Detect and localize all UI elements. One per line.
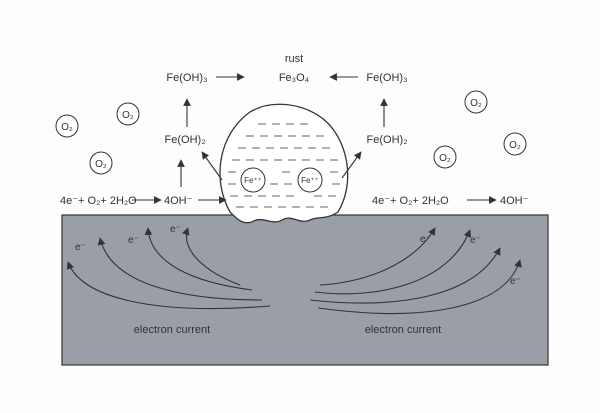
svg-text:O₂: O₂ xyxy=(61,122,73,133)
electron-current-right-label: electron current xyxy=(365,324,441,336)
svg-text:e⁻: e⁻ xyxy=(470,235,481,246)
svg-text:e⁻: e⁻ xyxy=(510,276,521,287)
electron-current-left-label: electron current xyxy=(134,324,210,336)
droplet-dashes xyxy=(228,123,340,208)
electron-flow-curves xyxy=(66,227,522,314)
feoh2-left-label: Fe(OH)₂ xyxy=(165,134,206,146)
svg-text:O₂: O₂ xyxy=(95,159,107,170)
metal-surface xyxy=(61,214,549,366)
svg-text:e⁻: e⁻ xyxy=(128,235,139,246)
oh-left-label: 4OH⁻ xyxy=(164,195,193,207)
reaction-right-label: 4e⁻+ O₂+ 2H₂O xyxy=(372,195,449,207)
svg-text:e⁻: e⁻ xyxy=(75,242,86,253)
svg-text:e⁻: e⁻ xyxy=(420,234,431,245)
fe-ion-right-label: Fe⁺⁺ xyxy=(301,176,319,185)
fe-ion-left-circle xyxy=(240,167,266,193)
fe-ion-right-circle xyxy=(297,167,323,193)
svg-text:O₂: O₂ xyxy=(509,140,521,151)
oh-right-label: 4OH⁻ xyxy=(500,195,529,207)
svg-text:e⁻: e⁻ xyxy=(170,224,181,235)
rust-label: rust xyxy=(285,53,303,65)
svg-text:O₂: O₂ xyxy=(122,110,134,121)
oxygen-molecules: O₂ O₂ O₂ O₂ O₂ O₂ xyxy=(55,90,527,175)
reaction-arrows xyxy=(132,73,497,204)
electron-labels: e⁻ e⁻ e⁻ e⁻ e⁻ e⁻ xyxy=(75,224,521,287)
feoh3-left-label: Fe(OH)₃ xyxy=(166,72,207,84)
svg-text:O₂: O₂ xyxy=(439,153,451,164)
feoh3-right-label: Fe(OH)₃ xyxy=(366,72,407,84)
fe3o4-label: Fe₃O₄ xyxy=(279,72,310,84)
svg-text:O₂: O₂ xyxy=(470,98,482,109)
reaction-left-label: 4e⁻+ O₂+ 2H₂O xyxy=(60,195,137,207)
fe-ion-left-label: Fe⁺⁺ xyxy=(244,176,262,185)
water-droplet xyxy=(219,103,349,224)
feoh2-right-label: Fe(OH)₂ xyxy=(367,134,408,146)
